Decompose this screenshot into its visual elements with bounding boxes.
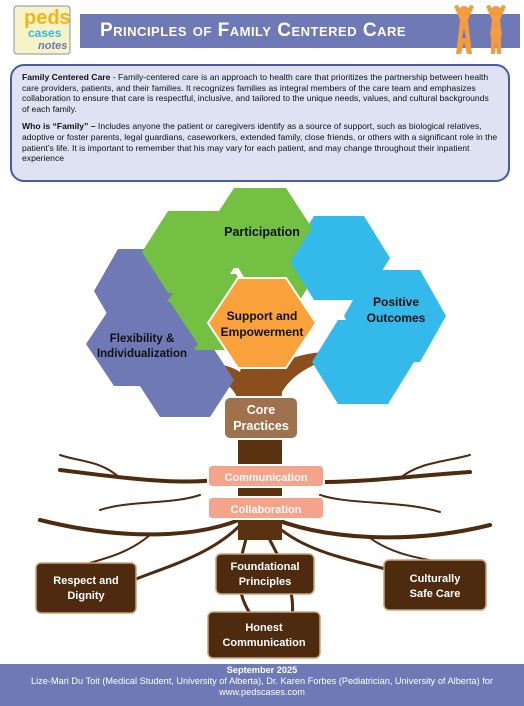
logo-notes: notes [38, 40, 67, 52]
logo-cases: cases [28, 26, 62, 40]
fcc-term: Family Centered Care [22, 72, 111, 82]
support-label-2: Empowerment [221, 325, 304, 339]
flexibility-label-1: Flexibility & [110, 333, 175, 345]
respect-label-2: Dignity [67, 590, 105, 602]
hex-support [206, 277, 318, 369]
honest-label-1: Honest [245, 622, 283, 634]
footer-credit: Lize-Mari Du Toit (Medical Student, Univ… [31, 676, 493, 697]
core-label-2: Practices [233, 419, 289, 433]
info-box: Family Centered Care - Family-centered c… [10, 64, 510, 182]
respect-label-1: Respect and [53, 575, 118, 587]
support-label-1: Support and [227, 309, 298, 323]
communication-label: Communication [224, 472, 307, 484]
family-paragraph: Who is “Family” – Includes anyone the pa… [22, 121, 498, 163]
hex-blue-back-1 [288, 216, 390, 300]
title-bar [80, 14, 520, 48]
positive-label-2: Outcomes [367, 311, 426, 325]
page-footer: September 2025 Lize-Mari Du Toit (Medica… [0, 664, 524, 706]
family-definition: Includes anyone the patient or caregiver… [22, 121, 498, 164]
family-care-tree: Participation Support and Empowerment Fl… [35, 188, 492, 659]
participation-label: Participation [224, 225, 300, 239]
core-practices-box [223, 396, 299, 440]
communication-box [207, 464, 325, 488]
tree-trunk [170, 345, 345, 420]
page-title: Principles of Family Centered Care [100, 20, 407, 41]
pedscases-logo: peds cases notes [13, 5, 71, 55]
children-icon [454, 5, 506, 54]
page-header: Principles of Family Centered Care peds … [0, 0, 524, 60]
hex-flexibility [86, 302, 198, 386]
logo-peds: peds [24, 7, 71, 29]
positive-label-1: Positive [373, 295, 419, 309]
collaboration-label: Collaboration [231, 504, 302, 516]
foundational-box [215, 553, 315, 595]
honest-label-2: Communication [222, 637, 305, 649]
core-label-1: Core [247, 403, 276, 417]
cultural-label-1: Culturally [410, 573, 462, 585]
foundational-label-2: Principles [239, 576, 292, 588]
honest-box [207, 611, 321, 659]
cultural-label-2: Safe Care [410, 588, 461, 600]
fcc-definition: - Family-centered care is an approach to… [22, 72, 489, 114]
respect-box [35, 562, 137, 614]
hexagon-canopy [86, 188, 446, 417]
cultural-box [383, 559, 487, 611]
hex-positive-outcomes [344, 270, 446, 362]
collaboration-box [207, 496, 325, 520]
flexibility-label-2: Individualization [97, 348, 187, 360]
family-term: Who is “Family” – [22, 121, 96, 132]
foundational-label-1: Foundational [230, 561, 299, 573]
hex-participation [208, 188, 312, 268]
footer-date: September 2025 [226, 665, 298, 675]
fcc-paragraph: Family Centered Care - Family-centered c… [22, 72, 498, 114]
